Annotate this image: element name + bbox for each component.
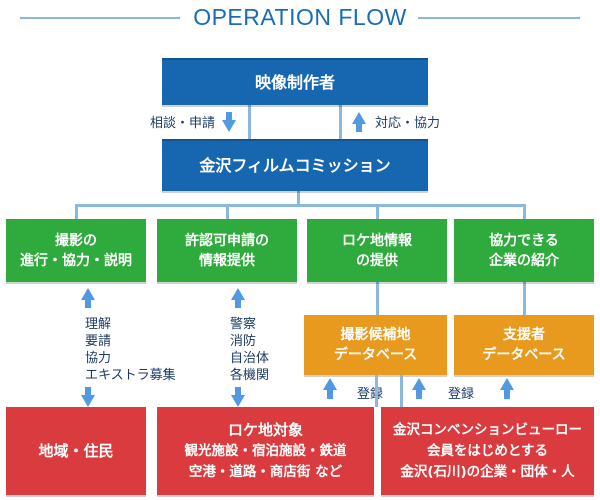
location-targets-line-2: 空港・道路・商店街 など — [188, 464, 343, 480]
arrow-down-residents-icon — [81, 387, 95, 407]
orange-box-2-line-2: データベース — [482, 347, 566, 363]
producer-label: 映像制作者 — [254, 72, 335, 92]
label-local-government: 自治体 — [230, 351, 270, 366]
connector-drop-1 — [75, 204, 78, 220]
connector-horizontal-bus — [75, 204, 526, 207]
bureau-line-2: 会員をはじめとする — [426, 442, 549, 459]
green-box-4-line-2: 企業の紹介 — [489, 252, 559, 269]
response-label: 対応・協力 — [375, 116, 441, 131]
residents-relation-labels: 理解 要請 協力 エキストラ募集 — [85, 316, 176, 384]
label-police: 警察 — [230, 317, 257, 332]
register-label-2: 登録 — [448, 387, 475, 402]
green-box-1-line-1: 撮影の — [55, 232, 97, 249]
arrow-up-authorities-icon — [231, 288, 245, 308]
connector-db-to-bureau — [375, 375, 378, 407]
convention-bureau-box: 金沢コンベンションビューロー 会員をはじめとする 金沢(石川)の企業・団体・人 — [381, 407, 594, 495]
green-box-location-info: ロケ地情報の提供 — [307, 219, 447, 282]
green-box-3-line-1: ロケ地情報 — [342, 232, 412, 249]
green-box-4-line-1: 協力できる — [489, 232, 559, 249]
arrow-up-residents-icon — [81, 288, 95, 308]
arrow-down-request-icon — [222, 112, 236, 132]
bureau-line-1: 金沢コンベンションビューロー — [393, 421, 582, 438]
green-box-1-line-2: 進行・協力・説明 — [20, 252, 132, 269]
label-cooperation: 協力 — [85, 351, 112, 366]
connector-producer-commission-right — [339, 104, 342, 140]
arrow-up-register-3-icon — [500, 378, 514, 399]
location-candidate-database-box: 撮影候補地データベース — [304, 315, 447, 375]
connector-producer-commission-left — [248, 104, 251, 140]
arrow-down-authorities-icon — [231, 387, 245, 407]
arrow-up-register-2-icon — [412, 378, 426, 399]
connector-db-to-locations — [400, 375, 403, 407]
green-box-company-intro: 協力できる企業の紹介 — [454, 219, 594, 282]
orange-box-2-line-1: 支援者 — [503, 327, 545, 343]
title-rule-left — [20, 17, 180, 19]
label-understanding: 理解 — [85, 317, 112, 332]
film-commission-label: 金沢フィルムコミッション — [199, 156, 391, 175]
connector-drop-4 — [523, 204, 526, 220]
orange-box-1-line-2: データベース — [333, 347, 418, 363]
film-commission-box: 金沢フィルムコミッション — [162, 139, 428, 191]
bureau-line-3: 金沢(石川)の企業・団体・人 — [400, 463, 575, 480]
green-box-filming-support: 撮影の進行・協力・説明 — [6, 219, 146, 282]
location-targets-title: ロケ地対象 — [227, 421, 303, 439]
label-agencies: 各機関 — [230, 368, 270, 383]
green-box-2-line-1: 許認可申請の — [185, 232, 269, 249]
residents-box: 地域・住民 — [6, 407, 146, 495]
green-box-permit-info: 許認可申請の情報提供 — [157, 219, 297, 282]
location-targets-box: ロケ地対象 観光施設・宿泊施設・鉄道 空港・道路・商店街 など — [157, 407, 374, 495]
green-box-3-line-2: の提供 — [356, 252, 398, 269]
page-title: OPERATION FLOW — [193, 4, 407, 30]
connector-drop-3 — [376, 204, 379, 220]
authorities-labels: 警察 消防 自治体 各機関 — [230, 316, 269, 384]
label-request: 要請 — [85, 334, 112, 349]
connector-location-info-db — [376, 282, 379, 316]
connector-commission-trunk — [297, 191, 300, 205]
label-extras-recruitment: エキストラ募集 — [85, 368, 176, 383]
residents-label: 地域・住民 — [38, 442, 114, 460]
title-rule-right — [418, 17, 580, 19]
location-targets-line-1: 観光施設・宿泊施設・鉄道 — [184, 443, 347, 459]
connector-company-intro-db — [523, 282, 526, 316]
request-label: 相談・申請 — [150, 116, 216, 131]
connector-drop-2 — [226, 204, 229, 220]
orange-box-1-line-1: 撮影候補地 — [340, 327, 411, 343]
supporter-database-box: 支援者データベース — [454, 315, 594, 375]
label-fire-department: 消防 — [230, 334, 257, 349]
arrow-up-register-1-icon — [323, 378, 337, 399]
producer-box: 映像制作者 — [162, 58, 428, 105]
green-box-2-line-2: 情報提供 — [199, 252, 255, 269]
arrow-up-response-icon — [352, 112, 366, 132]
